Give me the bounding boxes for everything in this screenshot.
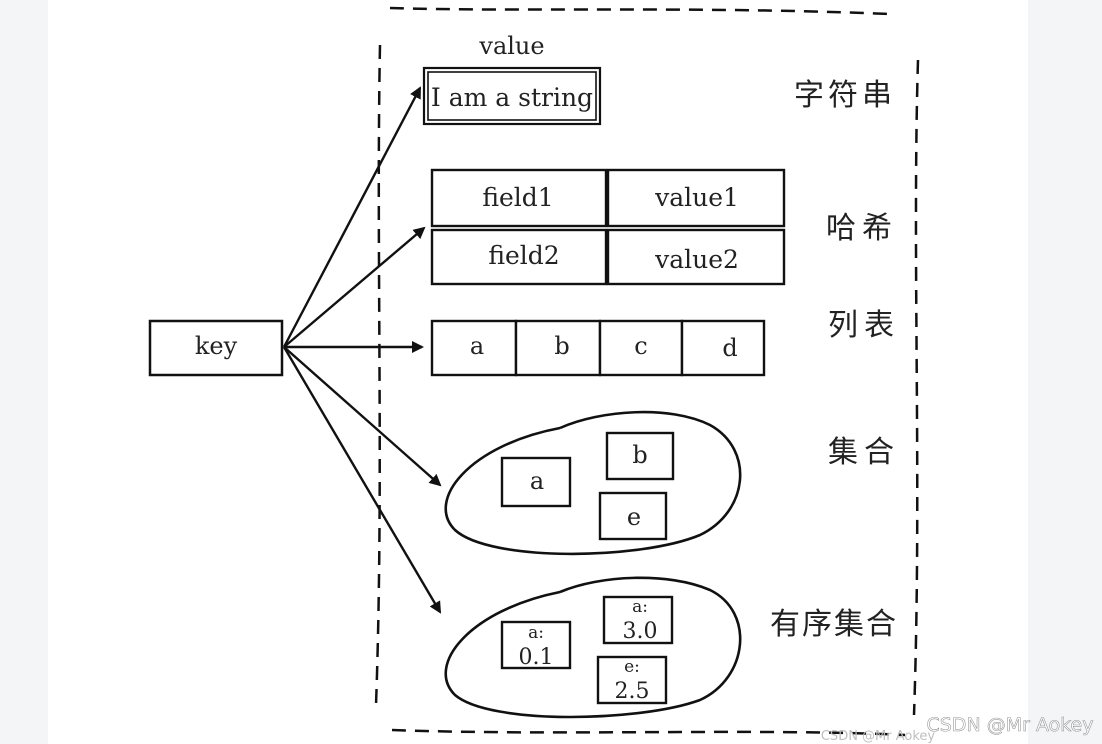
zset-score-2: 3.0 xyxy=(623,619,658,644)
zset-value: a: 0.1 a: 3.0 e: 2.5 xyxy=(444,576,742,719)
type-label-list: 列表 xyxy=(828,308,900,343)
hash-field-cell xyxy=(430,228,608,286)
set-item-a: a xyxy=(530,467,544,495)
type-label-zset: 有序集合 xyxy=(770,607,898,642)
arrows xyxy=(282,86,442,614)
zset-member-2: a: xyxy=(632,597,648,617)
value-region-dashed-border xyxy=(374,6,920,737)
zset-score-1: 0.1 xyxy=(519,645,554,670)
set-member-box xyxy=(605,431,675,481)
list-value xyxy=(430,319,766,377)
string-value: I am a string xyxy=(422,66,602,126)
arrow-to-set xyxy=(283,346,442,487)
watermark-main: CSDN @Mr Aokey xyxy=(926,714,1093,736)
list-item-a: a xyxy=(470,332,484,360)
set-item-b: b xyxy=(632,441,647,469)
list-item-b: b xyxy=(554,332,569,360)
set-member-box xyxy=(500,456,572,508)
hash-value xyxy=(430,168,786,286)
zset-oval xyxy=(444,576,742,719)
hash-value-cell xyxy=(606,228,786,286)
arrow-to-string xyxy=(282,86,422,348)
list-cell xyxy=(430,319,518,377)
key-box: key xyxy=(148,319,284,377)
list-item-c: c xyxy=(634,332,647,360)
zset-member-box xyxy=(596,655,668,705)
zset-score-3: 2.5 xyxy=(615,679,650,704)
hash-value-1: value1 xyxy=(654,183,739,212)
type-label-set: 集合 xyxy=(828,435,900,470)
zset-member-box xyxy=(500,620,572,670)
value-title: value xyxy=(478,32,544,60)
hash-value-cell xyxy=(606,168,786,228)
zset-member-3: e: xyxy=(624,657,640,677)
hash-field-cell xyxy=(430,168,608,228)
hash-value-2: value2 xyxy=(654,245,739,274)
arrow-to-hash xyxy=(283,226,426,348)
hash-field-1: field1 xyxy=(482,183,553,212)
list-item-d: d xyxy=(722,334,737,362)
list-cell xyxy=(514,319,602,377)
list-cell xyxy=(598,319,684,377)
string-text: I am a string xyxy=(431,83,593,112)
arrow-to-zset xyxy=(282,346,442,614)
key-label: key xyxy=(195,332,238,360)
set-value: a b e xyxy=(444,410,742,556)
zset-member-box xyxy=(602,595,674,645)
set-member-box xyxy=(598,491,668,541)
zset-member-1: a: xyxy=(528,623,544,643)
set-item-e: e xyxy=(627,503,641,531)
watermark-faint: CSDN @Mr Aokey xyxy=(821,729,936,744)
hash-field-2: field2 xyxy=(488,241,559,270)
set-oval xyxy=(444,410,742,556)
type-label-hash: 哈希 xyxy=(826,211,898,246)
list-cell xyxy=(680,319,766,377)
type-label-string: 字符串 xyxy=(794,78,896,113)
